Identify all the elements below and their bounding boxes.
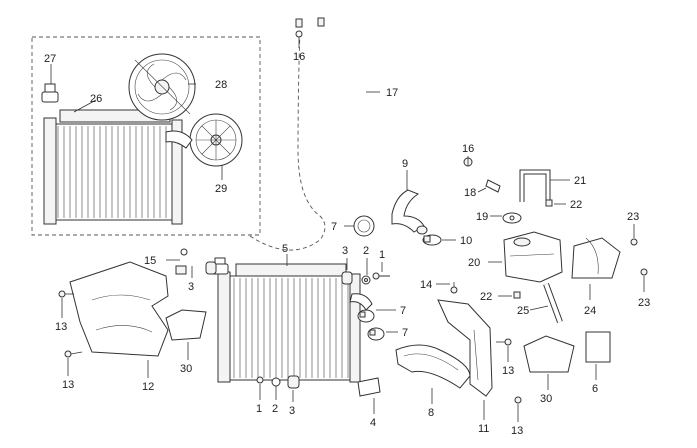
- reservoir-cap: [502, 212, 522, 224]
- left-shroud: [69, 261, 169, 357]
- screw-23-bottom: [640, 268, 648, 276]
- vent-hose-21: [519, 169, 551, 202]
- callout-7a: 7: [331, 221, 337, 233]
- callout-9: 9: [402, 158, 408, 170]
- callout-30b: 30: [540, 393, 552, 405]
- callout-23a: 23: [627, 211, 639, 223]
- grommet-3a: [341, 271, 353, 285]
- callout-29: 29: [215, 183, 227, 195]
- callout-5: 5: [282, 243, 288, 255]
- callout-2a: 2: [363, 245, 369, 257]
- panel-6: [585, 331, 611, 363]
- coolant-reservoir: [503, 231, 563, 283]
- screw-13-left-top: [58, 290, 74, 298]
- callout-21: 21: [574, 175, 586, 187]
- callout-12: 12: [142, 381, 154, 393]
- callout-26: 26: [90, 93, 102, 105]
- callout-30a: 30: [180, 363, 192, 375]
- callout-10: 10: [460, 235, 472, 247]
- hose-fitting-18: [485, 179, 501, 193]
- drain-hose-25: [543, 282, 563, 324]
- callout-19: 19: [476, 211, 488, 223]
- callout-labels: 27 26 28 29 16 17 16 9 18 21 22 19 23 7 …: [44, 51, 650, 437]
- inset-radiator-cap: [41, 83, 59, 103]
- callout-13d: 13: [511, 425, 523, 437]
- bracket-4: [357, 377, 381, 397]
- hose-clamp-16: [295, 30, 473, 167]
- inset-fan-shroud: [165, 113, 243, 167]
- main-radiator: [211, 257, 361, 383]
- washer-2b: [271, 377, 281, 387]
- screw-23-top: [630, 238, 638, 246]
- hose-clamp-7a: [353, 215, 375, 237]
- callout-15: 15: [144, 255, 156, 267]
- callout-1b: 1: [256, 403, 262, 415]
- hose-clamp-7b: [357, 309, 375, 323]
- callout-17: 17: [386, 87, 398, 99]
- hose-clamp-7c: [367, 327, 385, 341]
- overflow-hose: [295, 17, 461, 160]
- callout-22b: 22: [480, 291, 492, 303]
- hose-stub: [349, 293, 373, 311]
- screw-13-right-bottom: [514, 396, 522, 404]
- callout-20: 20: [468, 257, 480, 269]
- callout-23b: 23: [638, 297, 650, 309]
- screw-14: [450, 282, 458, 294]
- radiator-hose-lower: [395, 344, 471, 389]
- callout-16a: 16: [293, 51, 305, 63]
- foam-pad-30a: [165, 309, 207, 341]
- screw-13-left-bottom: [64, 350, 83, 358]
- callout-7c: 7: [402, 327, 408, 339]
- callout-14: 14: [420, 279, 432, 291]
- clip-22a: [545, 199, 553, 207]
- callout-18: 18: [464, 187, 476, 199]
- callout-25: 25: [517, 305, 529, 317]
- callout-3a: 3: [342, 245, 348, 257]
- right-shroud: [437, 299, 493, 397]
- callout-27: 27: [44, 53, 56, 65]
- bolt-1b: [256, 376, 272, 384]
- foam-pad-30b: [523, 335, 575, 373]
- callout-7b: 7: [400, 305, 406, 317]
- reservoir-bracket: [571, 237, 621, 279]
- callout-6: 6: [592, 383, 598, 395]
- grommet-3b: [287, 375, 300, 389]
- callout-3c: 3: [188, 281, 194, 293]
- callout-3b: 3: [289, 405, 295, 417]
- callout-24: 24: [584, 305, 596, 317]
- clip-22b: [513, 291, 521, 299]
- inset-cooling-fan: [128, 53, 196, 121]
- callout-8: 8: [428, 407, 434, 419]
- inset-frame: [31, 36, 261, 236]
- callout-4: 4: [370, 417, 376, 429]
- callout-28: 28: [215, 79, 227, 91]
- callout-2b: 2: [272, 403, 278, 415]
- washer-2a: [361, 275, 371, 285]
- callout-16b: 16: [462, 143, 474, 155]
- hose-clamp-10: [422, 234, 442, 246]
- bolt-1a: [372, 272, 390, 280]
- callout-13a: 13: [55, 321, 67, 333]
- inset-radiator: [43, 109, 183, 225]
- callout-13c: 13: [502, 365, 514, 377]
- callout-22a: 22: [570, 199, 582, 211]
- callout-13b: 13: [62, 379, 74, 391]
- radiator-hose-upper: [391, 189, 428, 235]
- callout-11: 11: [478, 423, 489, 435]
- callout-1a: 1: [379, 249, 385, 261]
- screw-13-right-top: [496, 338, 512, 346]
- grommet-3c: [175, 248, 217, 275]
